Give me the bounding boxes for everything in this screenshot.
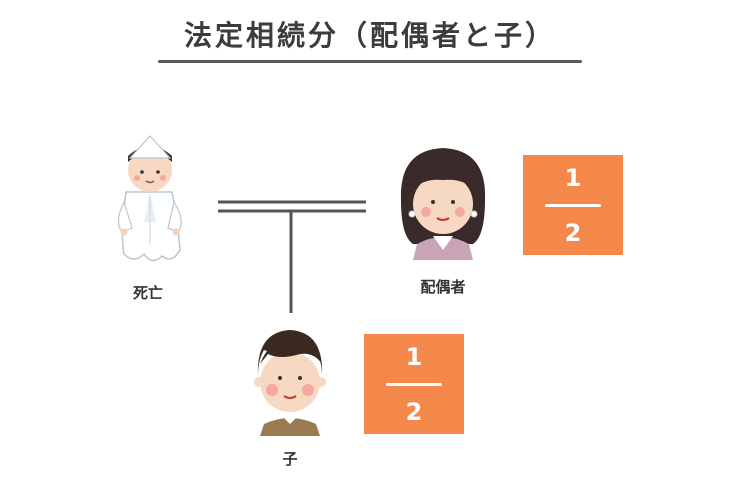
man-icon (254, 330, 326, 436)
spouse-share-numerator: 1 (564, 163, 582, 192)
fraction-bar (386, 382, 442, 386)
fraction-bar (545, 203, 601, 207)
page-title: 法定相続分（配偶者と子） (183, 19, 556, 52)
child-share-denominator: 2 (405, 397, 423, 426)
deceased-ghost-icon (117, 135, 182, 262)
child-share-box: 1 2 (364, 334, 464, 434)
child-label: 子 (282, 450, 298, 468)
spouse-share-box: 1 2 (523, 155, 623, 255)
deceased-label: 死亡 (132, 284, 163, 302)
woman-icon (400, 148, 486, 260)
title-underline (158, 60, 582, 63)
child-share-numerator: 1 (405, 342, 423, 371)
spouse-share-denominator: 2 (564, 218, 582, 247)
spouse-label: 配偶者 (420, 278, 466, 296)
